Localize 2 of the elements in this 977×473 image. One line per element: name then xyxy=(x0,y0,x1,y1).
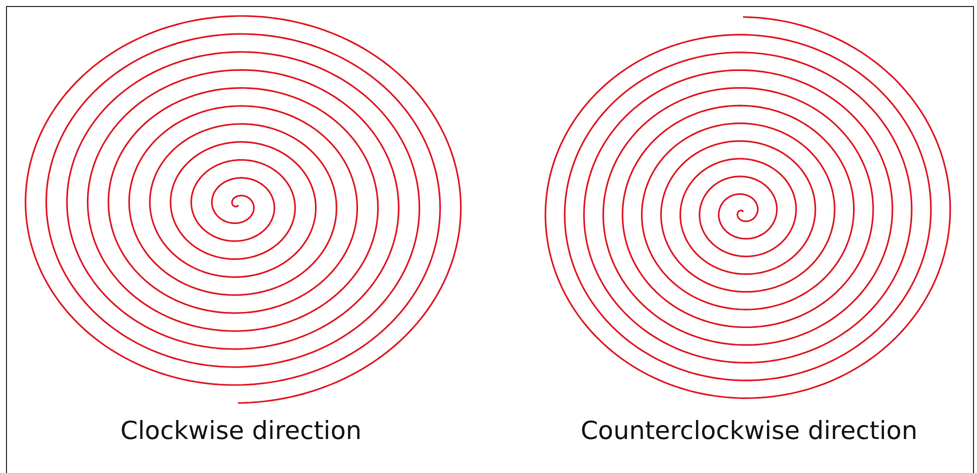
caption-text: Clockwise direction xyxy=(120,416,362,445)
caption-text: Counterclockwise direction xyxy=(580,416,918,445)
